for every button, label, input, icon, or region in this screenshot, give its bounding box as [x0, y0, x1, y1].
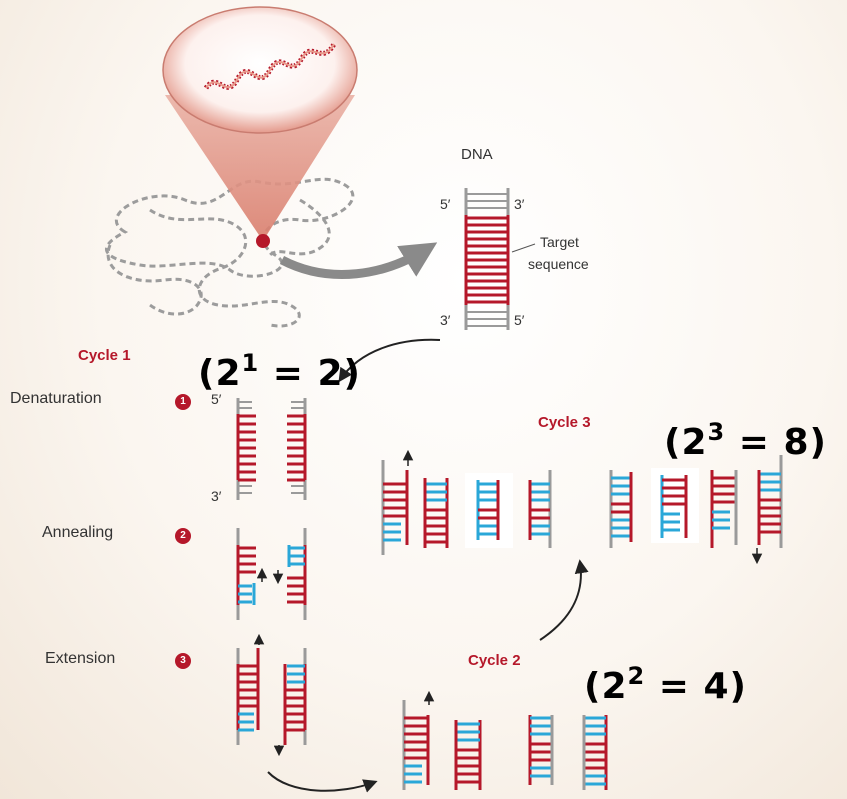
chromosome-coil: [105, 177, 355, 328]
cycle2-label: Cycle 2: [468, 652, 521, 669]
step-2-badge: 2: [175, 528, 191, 544]
end-label-bottom-right: 5′: [514, 312, 525, 328]
cycle1-equation: (21 = 2): [198, 349, 361, 394]
sequence-label: sequence: [528, 256, 589, 272]
step-annealing-label: Annealing: [42, 524, 114, 541]
zoom-arrow: [279, 242, 438, 279]
end-label-bottom-left: 3′: [440, 312, 451, 328]
arrow-to-cycle2: [267, 771, 378, 793]
cycle3-label: Cycle 3: [538, 414, 591, 431]
cycle3-equation: (23 = 8): [664, 418, 827, 463]
dna-duplex: [464, 188, 536, 330]
step-3-badge: 3: [175, 653, 191, 669]
step-extension-label: Extension: [45, 650, 116, 667]
cycle3-strands: [381, 449, 783, 565]
target-label: Target: [540, 234, 579, 250]
strand-top-end-label: 5′: [211, 391, 222, 407]
cycle1-label: Cycle 1: [78, 347, 131, 364]
target-spot: [256, 234, 270, 248]
strand-bottom-end-label: 3′: [211, 488, 222, 504]
end-label-top-right: 3′: [514, 196, 525, 212]
cycle2-equation: (22 = 4): [584, 662, 747, 707]
arrow-to-cycle3: [539, 559, 589, 641]
arrow-to-cycle1: [338, 338, 441, 383]
magnifier-cone: [165, 95, 355, 241]
cycle2-strands: [402, 690, 608, 790]
step-1-badge: 1: [175, 394, 191, 410]
dna-label: DNA: [461, 146, 493, 163]
magnifier-lens: [162, 6, 358, 134]
step-denaturation-label: Denaturation: [10, 390, 102, 407]
end-label-top-left: 5′: [440, 196, 451, 212]
cycle1-strands: [236, 398, 307, 757]
